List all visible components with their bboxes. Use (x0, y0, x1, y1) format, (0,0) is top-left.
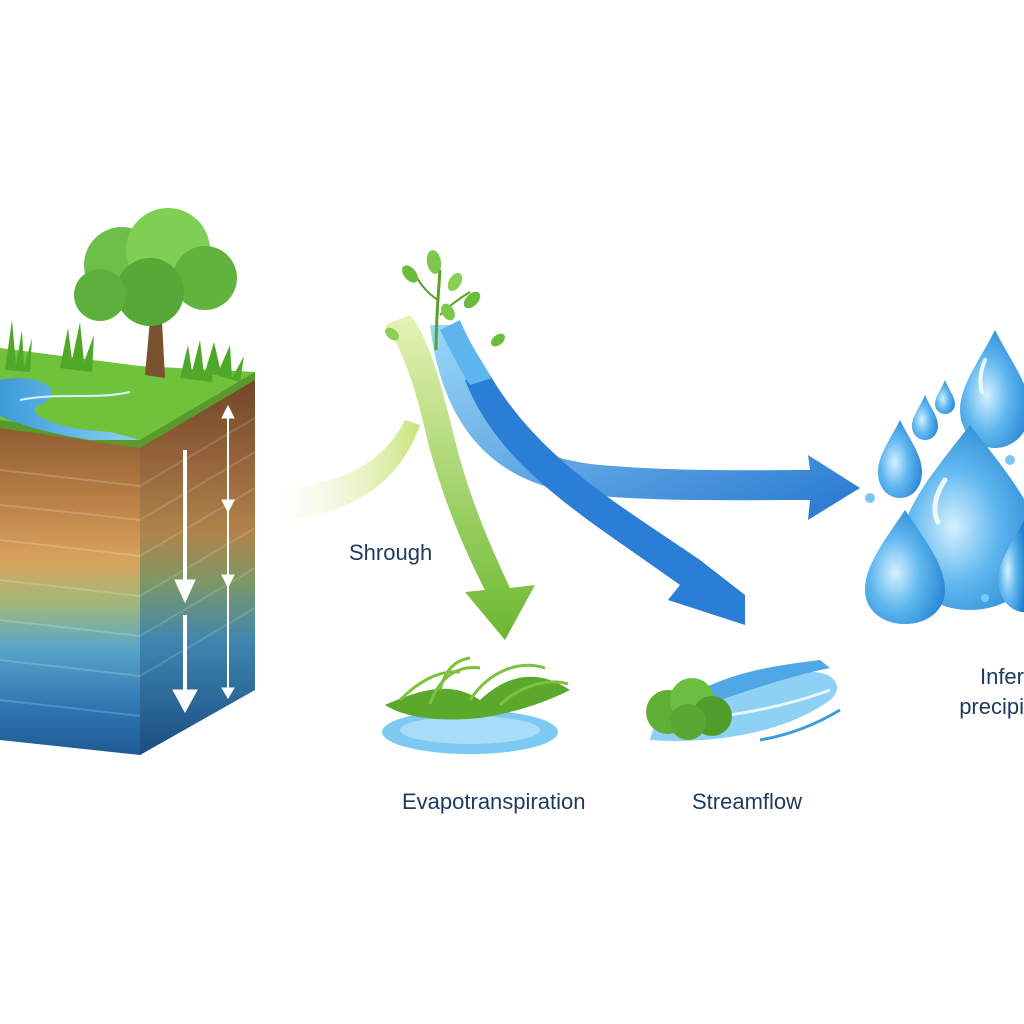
river-icon (0, 378, 140, 440)
water-drop-icon (865, 330, 1024, 624)
label-infer-line2: precipi (959, 694, 1024, 719)
shrub-icon (646, 678, 732, 740)
sapling-icon (385, 250, 505, 351)
arrow-icon (385, 315, 535, 640)
label-infer-precipitation: Infer precipi (959, 662, 1024, 722)
soil-block-icon (0, 348, 256, 755)
grass-icon (5, 320, 244, 382)
shrub-icon (382, 656, 570, 754)
arrow-icon (255, 420, 420, 522)
label-streamflow: Streamflow (692, 789, 803, 814)
arrow-icon (440, 320, 745, 625)
tree-icon (74, 208, 237, 378)
label-shrough: Shrough (349, 540, 433, 565)
label-evapotranspiration: Evapotranspiration (402, 789, 586, 814)
arrow-icon (172, 404, 235, 714)
label-infer-line1: Infer (979, 664, 1024, 689)
